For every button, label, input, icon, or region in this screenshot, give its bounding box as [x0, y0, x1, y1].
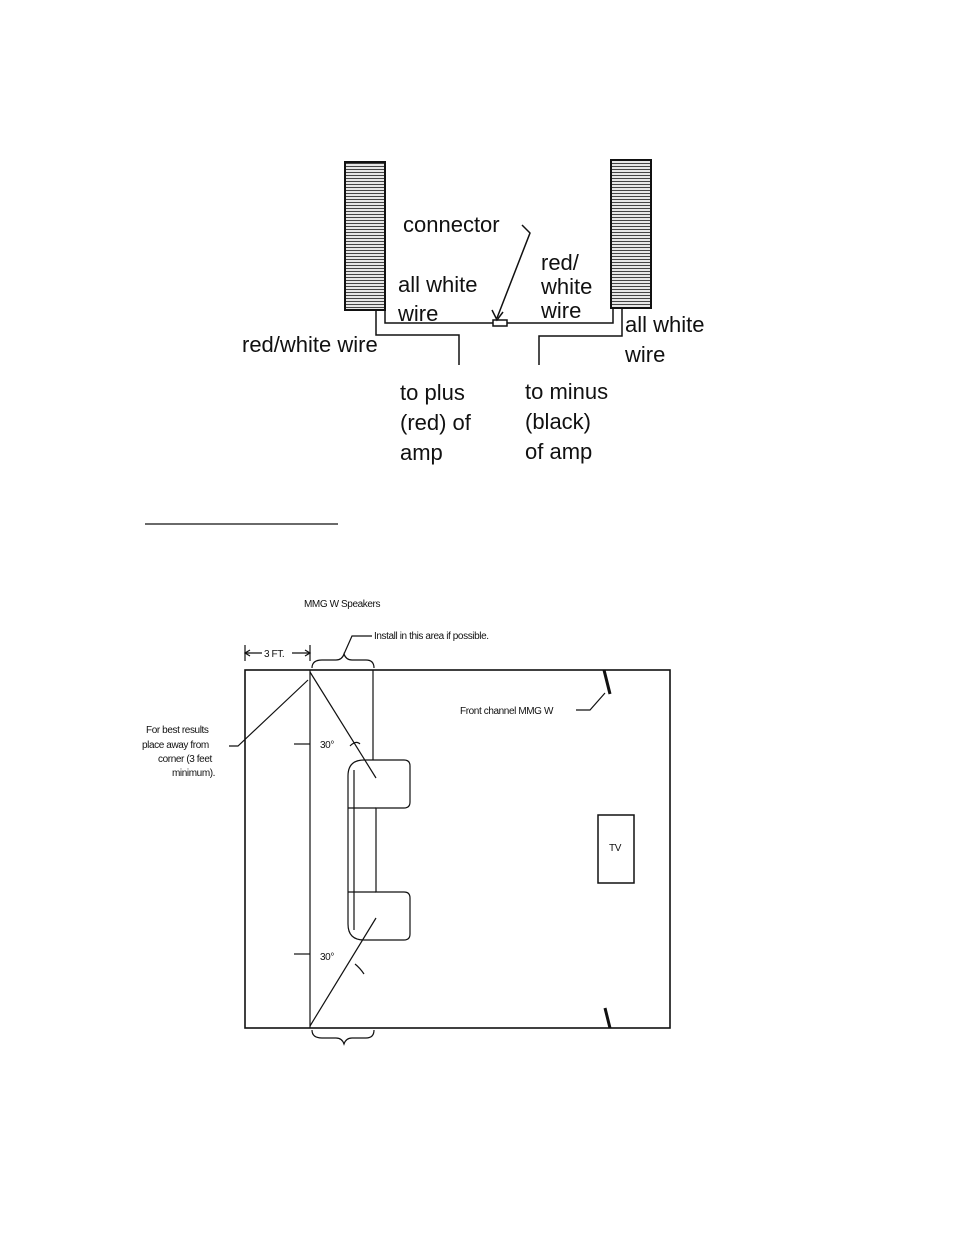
right-speaker — [611, 160, 651, 308]
label-all-white-right-1: all white — [625, 312, 704, 337]
label-red-white-right-2: white — [540, 274, 592, 299]
label-install-area: Install in this area if possible. — [374, 631, 489, 642]
left-speaker — [345, 162, 385, 310]
angle-line-bottom — [310, 918, 376, 1026]
label-to-plus-3: amp — [400, 440, 443, 465]
couch — [348, 760, 410, 940]
label-red-white-right-3: wire — [540, 298, 581, 323]
room-diagram: MMG W Speakers 3 FT. Install in this are… — [142, 599, 670, 1044]
label-to-plus-2: (red) of — [400, 410, 472, 435]
label-front-channel: Front channel MMG W — [460, 706, 554, 717]
label-red-white-left: red/white wire — [242, 332, 378, 357]
label-to-minus-2: (black) — [525, 409, 591, 434]
connector-pointer — [497, 225, 530, 318]
best-results-leader — [229, 680, 308, 746]
label-angle-top: 30° — [320, 740, 334, 751]
label-best-results-3: corner (3 feet — [158, 754, 212, 765]
room-outline — [245, 670, 670, 1028]
angle-arc-bottom — [355, 964, 364, 974]
label-red-white-right-1: red/ — [541, 250, 580, 275]
install-leader — [344, 636, 372, 654]
front-speaker-top — [604, 670, 610, 694]
label-best-results-2: place away from — [142, 740, 209, 751]
label-to-minus-3: of amp — [525, 439, 592, 464]
label-all-white-right-2: wire — [624, 342, 665, 367]
label-speakers-title: MMG W Speakers — [304, 599, 380, 610]
front-speaker-bottom — [605, 1008, 610, 1028]
label-angle-bottom: 30° — [320, 952, 334, 963]
label-to-minus-1: to minus — [525, 379, 608, 404]
install-bracket-top — [312, 654, 374, 668]
label-tv: TV — [609, 843, 622, 854]
wiring-diagram: connector all white wire red/ white wire… — [242, 160, 704, 465]
label-all-white-left-2: wire — [397, 301, 438, 326]
angle-line-top — [310, 672, 376, 778]
label-all-white-left-1: all white — [398, 272, 477, 297]
label-3ft: 3 FT. — [264, 649, 284, 660]
label-to-plus-1: to plus — [400, 380, 465, 405]
label-best-results-4: minimum). — [172, 768, 215, 779]
label-connector: connector — [403, 212, 500, 237]
connector-shape — [493, 320, 507, 326]
front-channel-leader — [576, 693, 605, 710]
install-bracket-bottom — [312, 1030, 374, 1044]
label-best-results-1: For best results — [146, 725, 209, 736]
